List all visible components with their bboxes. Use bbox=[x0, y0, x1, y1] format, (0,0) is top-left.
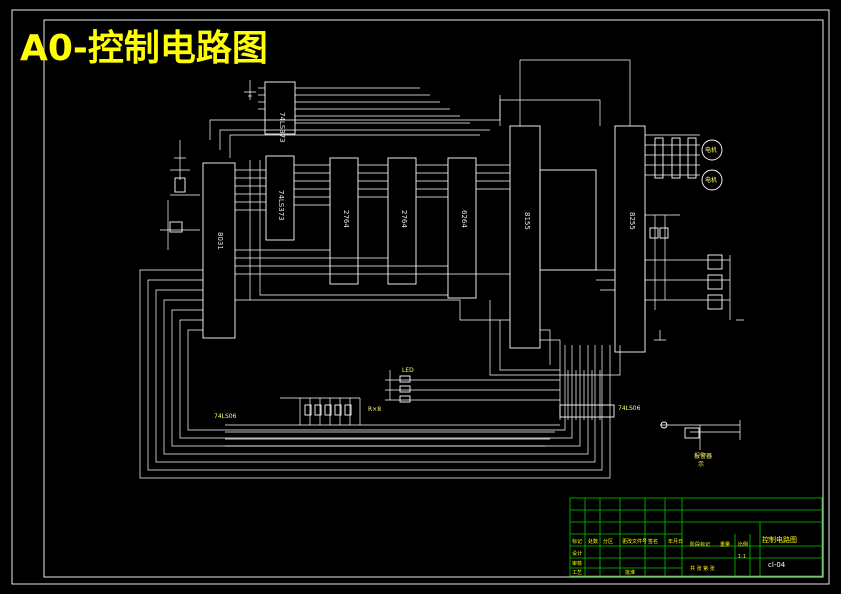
alarm-label: 报警器 bbox=[694, 452, 712, 460]
svg-text:8255: 8255 bbox=[628, 212, 636, 230]
tb-sheet: 共 张 第 张 bbox=[690, 565, 715, 572]
relay-circuits bbox=[644, 214, 744, 341]
led-label: LED bbox=[402, 367, 414, 374]
alarm-sub-label: 示 bbox=[698, 461, 704, 468]
driver-right-label: 74LS06 bbox=[618, 405, 641, 412]
motor-drivers: 电机 电机 bbox=[645, 134, 723, 191]
motor-b-label: 电机 bbox=[705, 176, 717, 184]
tb-row-sign: 签名 bbox=[648, 538, 658, 545]
resistor-label: R×8 bbox=[368, 406, 381, 413]
alarm-circuit: 报警器 示 bbox=[660, 420, 741, 468]
tb-drawing-name: 控制电路图 bbox=[762, 535, 797, 544]
tb-drawing-no: cl-04 bbox=[768, 561, 786, 569]
io-loop-wires bbox=[139, 269, 621, 479]
tb-ratio: 比例 bbox=[738, 541, 748, 548]
chip-8031: 8031 bbox=[202, 162, 236, 339]
driver-left-label: 74LS06 bbox=[214, 413, 237, 420]
svg-text:2764: 2764 bbox=[400, 210, 408, 228]
inner-frame bbox=[43, 19, 824, 578]
svg-text:6264: 6264 bbox=[460, 210, 468, 228]
tb-row-count: 处数 bbox=[588, 538, 598, 545]
chip-2764-b: 2764 bbox=[387, 157, 417, 285]
tb-approve: 批准 bbox=[625, 569, 635, 576]
motor-b-icon bbox=[701, 169, 723, 191]
svg-text:74LS373: 74LS373 bbox=[278, 112, 286, 143]
chip-74ls373: 74LS373 bbox=[265, 155, 295, 241]
tb-process: 工艺 bbox=[572, 570, 582, 576]
tb-design: 设计 bbox=[572, 550, 582, 557]
chip-6264: 6264 bbox=[447, 157, 477, 299]
svg-text:8031: 8031 bbox=[216, 232, 224, 250]
tb-stage: 阶段标记 bbox=[690, 541, 710, 548]
outer-frame bbox=[11, 9, 830, 585]
tb-row-date: 年月日 bbox=[668, 538, 683, 545]
data-bus bbox=[209, 59, 631, 321]
tb-row-change: 更改文件号 bbox=[622, 538, 647, 545]
title-block: 标记 处数 分区 更改文件号 签名 年月日 设计 审核 工艺 批准 阶段标记 重… bbox=[569, 497, 823, 577]
tb-review: 审核 bbox=[572, 560, 582, 567]
svg-text:8155: 8155 bbox=[523, 212, 531, 230]
chip-8155: 8155 bbox=[509, 125, 597, 349]
motor-a-label: 电机 bbox=[705, 146, 717, 154]
tb-row-mark: 标记 bbox=[572, 538, 582, 545]
led-resistor-row: R×8 LED 74LS06 74LS06 bbox=[214, 367, 641, 447]
drawing-title: A0-控制电路图 bbox=[20, 28, 268, 69]
svg-text:74LS373: 74LS373 bbox=[277, 190, 285, 221]
motor-a-icon bbox=[701, 139, 723, 161]
chip-8255: 8255 bbox=[614, 125, 646, 353]
tb-weight: 重量 bbox=[720, 541, 730, 548]
tb-row-zone: 分区 bbox=[603, 538, 613, 545]
chip-2764-a: 2764 bbox=[329, 157, 359, 285]
tb-scale: 1:1 bbox=[738, 554, 746, 560]
chip-top-small: 74LS373 bbox=[244, 80, 470, 143]
svg-text:2764: 2764 bbox=[342, 210, 350, 228]
reset-clock-circuit bbox=[160, 140, 200, 250]
